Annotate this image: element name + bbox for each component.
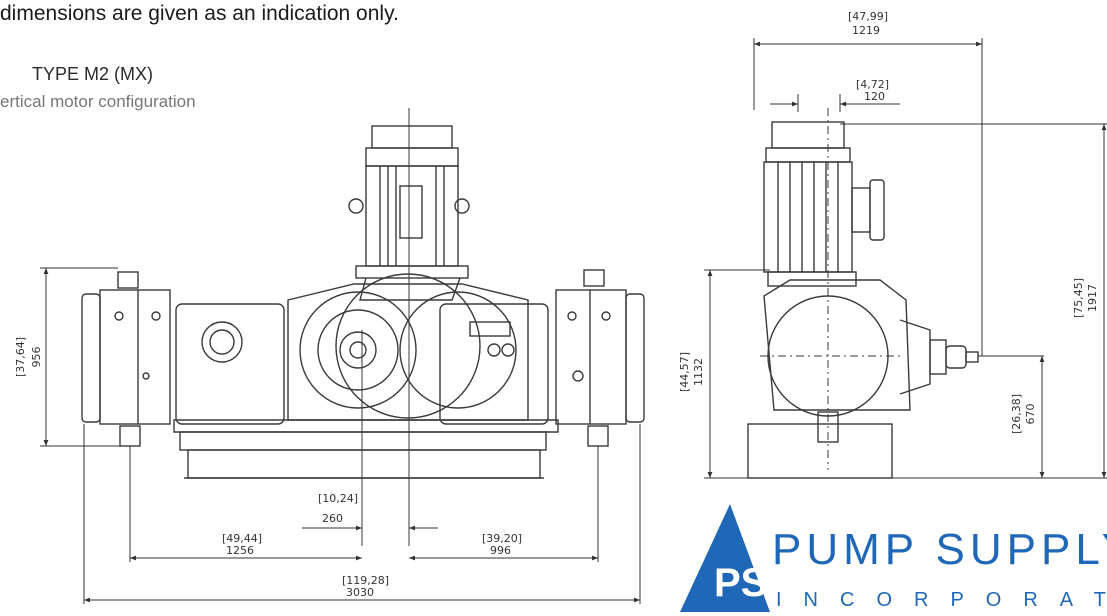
front-gearbox — [173, 273, 559, 433]
side-offset-in: [4,72] — [856, 78, 889, 91]
side-total-mm-label: 1917 — [1086, 284, 1099, 312]
svg-text:[44,57]: [44,57] — [678, 352, 691, 392]
side-offset-mm: 120 — [864, 90, 885, 103]
front-left-mm: 1256 — [226, 544, 254, 557]
front-total-mm: 3030 — [346, 586, 374, 599]
side-axis-label: [26,38] — [1010, 394, 1023, 434]
side-base — [747, 411, 893, 479]
svg-text:[26,38]: [26,38] — [1010, 394, 1023, 434]
front-height-mm-label: 956 — [30, 347, 43, 368]
front-left-pump-head — [81, 271, 171, 447]
model-title: TYPE M2 (MX) — [32, 64, 154, 84]
front-left-in: [49,44] — [222, 532, 262, 545]
logo-monogram: PS — [714, 561, 767, 605]
svg-text:1132: 1132 — [692, 358, 705, 386]
side-dimension-lines — [704, 38, 1107, 479]
side-width-in: [47,99] — [848, 10, 888, 23]
svg-text:[37,64]: [37,64] — [14, 337, 27, 377]
side-motor — [763, 121, 885, 287]
front-dimension-lines — [40, 267, 641, 604]
configuration-subtitle: ertical motor configuration — [0, 92, 196, 111]
side-gearbox — [763, 279, 979, 417]
logo-bottom-text: INCORPORATED — [776, 589, 1107, 611]
company-logo: PS PUMP SUPPLY INCORPORATED — [680, 504, 1107, 612]
logo-triangle-icon — [680, 504, 770, 612]
front-total-in: [119,28] — [342, 574, 389, 587]
logo-top-text: PUMP SUPPLY — [772, 525, 1107, 574]
svg-text:1917: 1917 — [1086, 284, 1099, 312]
side-view — [747, 108, 979, 479]
svg-text:956: 956 — [30, 347, 43, 368]
front-height-label: [37,64] — [14, 337, 27, 377]
side-height-mm-label: 1132 — [692, 358, 705, 386]
front-right-mm: 996 — [490, 544, 511, 557]
front-offset-mm: 260 — [322, 512, 343, 525]
svg-text:[75,45]: [75,45] — [1072, 278, 1085, 318]
side-total-label: [75,45] — [1072, 278, 1085, 318]
front-motor — [348, 125, 470, 301]
side-width-mm: 1219 — [852, 24, 880, 37]
front-right-in: [39,20] — [482, 532, 522, 545]
front-base — [179, 431, 547, 479]
disclaimer-note: dimensions are given as an indication on… — [0, 2, 399, 25]
side-axis-mm-label: 670 — [1024, 404, 1037, 425]
front-view — [81, 108, 645, 546]
side-height-label: [44,57] — [678, 352, 691, 392]
front-right-pump-head — [555, 269, 645, 447]
front-offset-in: [10,24] — [318, 492, 358, 505]
svg-text:670: 670 — [1024, 404, 1037, 425]
